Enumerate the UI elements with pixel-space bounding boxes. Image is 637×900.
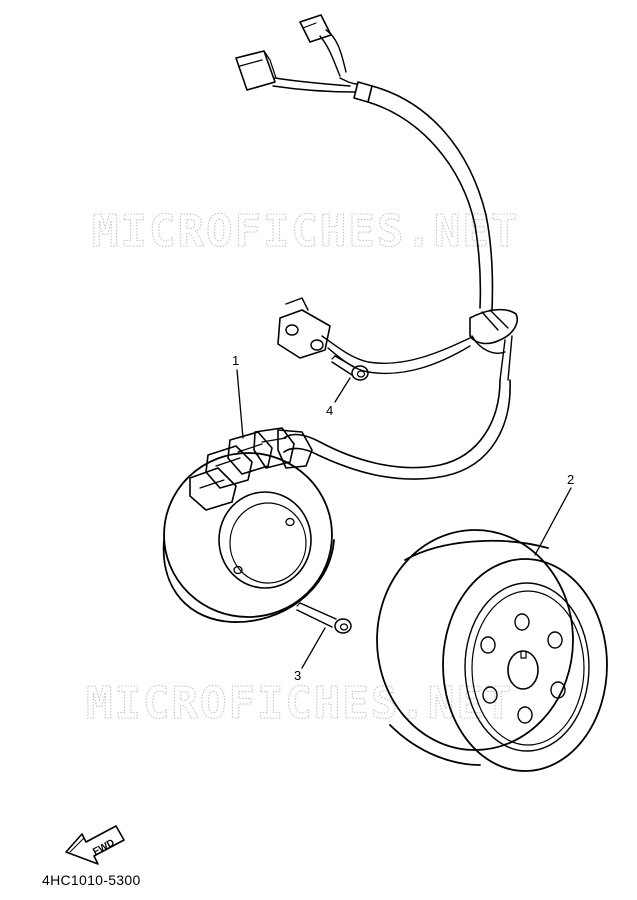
connector-small — [299, 14, 347, 77]
callout-4: 4 — [326, 377, 351, 418]
connector-large — [235, 50, 356, 93]
stator — [162, 427, 335, 623]
diagram-code: 4HC1010-5300 — [42, 872, 141, 888]
callout-3: 3 — [294, 627, 326, 683]
watermark-bottom: MICROFICHES.NET — [86, 678, 513, 729]
callout-4-label: 4 — [326, 403, 333, 418]
fwd-label: FWD — [91, 837, 116, 857]
bolt-part-4 — [331, 355, 369, 381]
wiring-harness — [235, 14, 518, 480]
watermark-top: MICROFICHES.NET — [92, 206, 519, 257]
callout-2: 2 — [534, 472, 574, 556]
harness-grommet — [469, 308, 518, 381]
flywheel-rotor — [376, 529, 608, 772]
bolt-part-3 — [296, 602, 352, 634]
callout-1: 1 — [232, 353, 244, 439]
pickup-coil — [277, 297, 331, 359]
callout-1-label: 1 — [232, 353, 239, 368]
forward-arrow-icon: FWD — [65, 825, 125, 865]
callout-3-label: 3 — [294, 668, 301, 683]
callout-2-label: 2 — [567, 472, 574, 487]
stator-coils — [189, 427, 313, 511]
